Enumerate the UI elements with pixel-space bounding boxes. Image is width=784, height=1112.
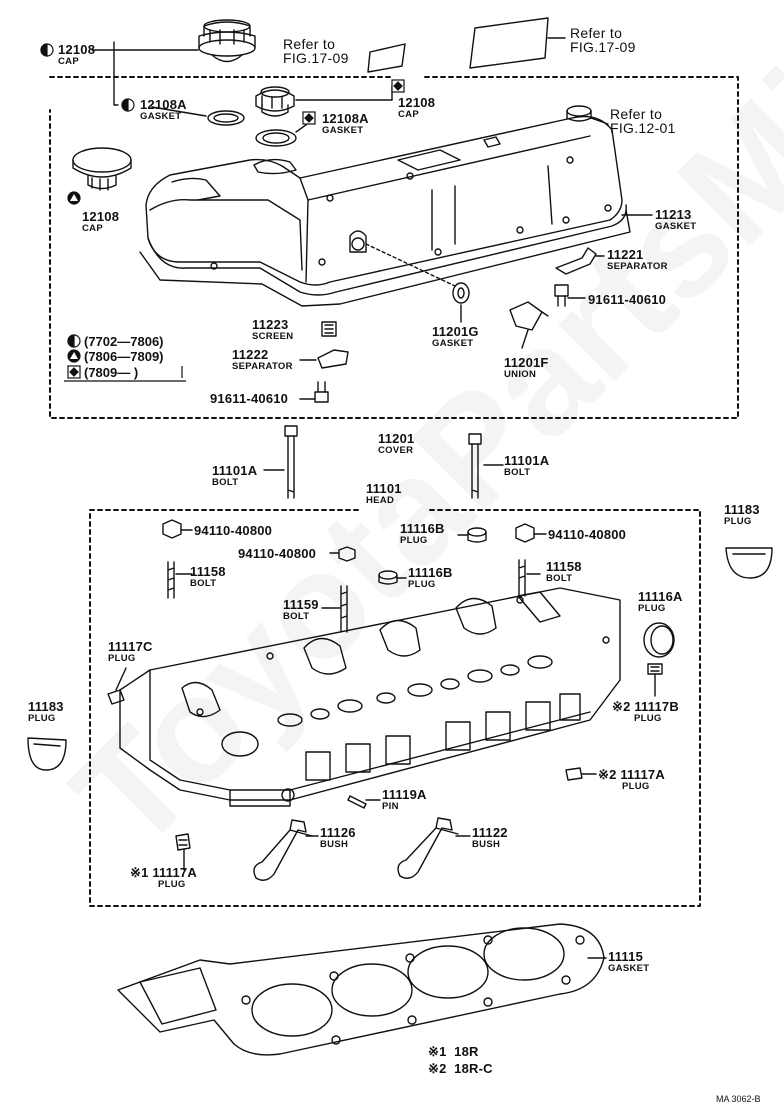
refer-text: Refer to (610, 106, 663, 122)
refer-fig: FIG.12-01 (610, 120, 676, 136)
refer-text: Refer to (283, 36, 336, 52)
legend-date-1: (7702—7806) (84, 334, 164, 349)
cylinder-head-drawing (119, 587, 621, 807)
plug-11116a-drawing (643, 622, 675, 658)
refer-text: Refer to (570, 25, 623, 41)
bush-11122-drawing (397, 817, 459, 879)
gasket-b-ring (255, 129, 297, 147)
label-nut-3: 94110-40800 (238, 546, 317, 561)
label-nut-2: 94110-40800 (548, 527, 627, 542)
refer-fig: FIG.17-09 (283, 50, 349, 66)
ref-plate-2 (469, 17, 549, 69)
cap-b-drawing (255, 86, 295, 117)
legend-date-2: (7806—7809) (84, 349, 164, 364)
valve-cover-drawing (139, 115, 631, 307)
cover-group-frame (49, 76, 739, 419)
cap-a-drawing (198, 19, 256, 63)
plug-11183-left-drawing (27, 737, 67, 771)
head-gasket-drawing (117, 923, 605, 1056)
footnote-1: ※1 18R (428, 1044, 479, 1059)
separator-left-drawing (317, 349, 349, 369)
head-bolt-left-drawing (284, 425, 298, 499)
label-nut-1: 94110-40800 (194, 523, 273, 538)
union-drawing (509, 301, 543, 331)
refer-fig: FIG.17-09 (570, 39, 636, 55)
pin-drawing (347, 795, 367, 809)
cap-c-drawing (72, 147, 132, 191)
label-bolt-right: 91611-40610 (588, 292, 667, 307)
plug-11183-right-drawing (725, 547, 773, 579)
footnote-2: ※2 18R-C (428, 1061, 493, 1076)
separator-right-drawing (555, 247, 597, 275)
screen-drawing (321, 321, 337, 337)
label-bolt-left: 91611-40610 (210, 391, 289, 406)
ref-plate-1 (367, 43, 406, 73)
head-bolt-right-drawing (468, 433, 482, 499)
gasket-a-ring (207, 110, 245, 126)
legend-date-3: (7809— ) (84, 365, 139, 380)
head-group-frame (89, 509, 701, 907)
bush-11126-drawing (253, 819, 313, 881)
figure-code: MA 3062-B (716, 1094, 761, 1104)
